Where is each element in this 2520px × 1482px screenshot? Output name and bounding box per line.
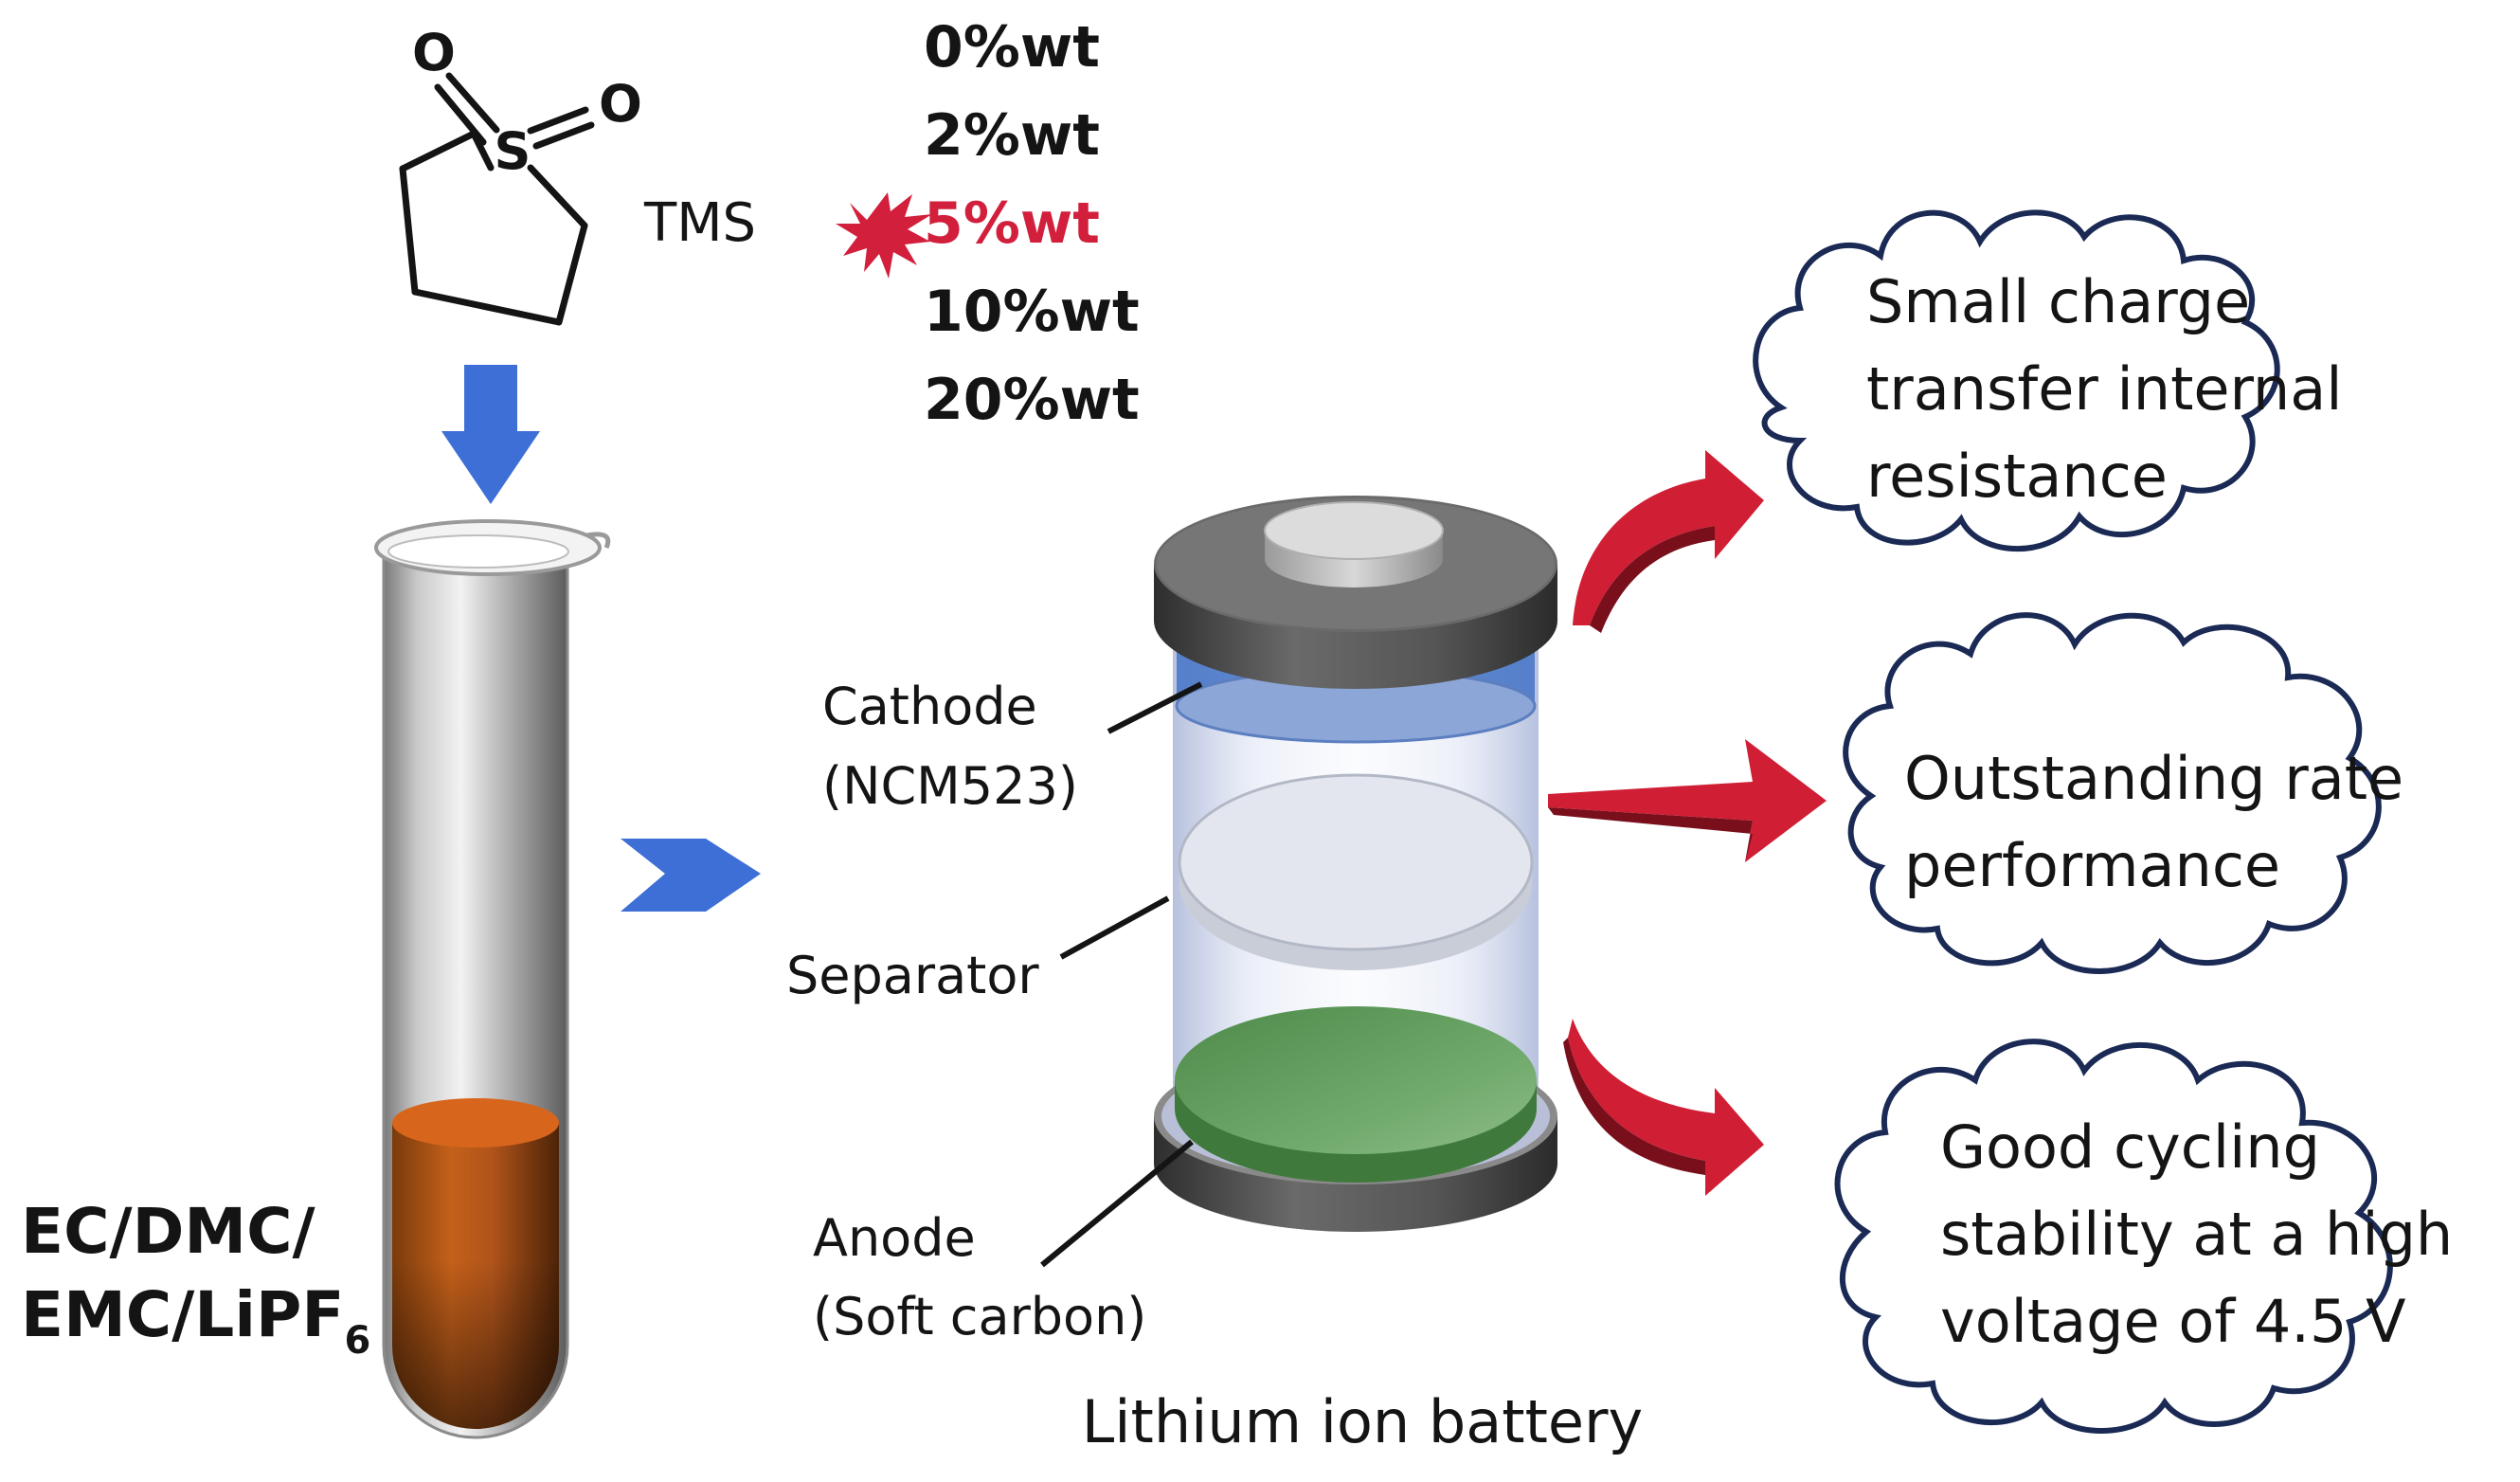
curved-arrow-down-icon [1563, 1019, 1764, 1196]
electrolyte-line1: EC/DMC/ [21, 1195, 316, 1268]
benefit-3-line2: stability at a high [1940, 1200, 2453, 1269]
test-tube [374, 519, 611, 1439]
cathode-label: Cathode [822, 677, 1037, 736]
benefit-2-line2: performance [1904, 831, 2280, 900]
starburst-icon [836, 192, 932, 279]
tms-label: TMS [643, 192, 756, 254]
benefit-3-line3: voltage of 4.5 V [1940, 1287, 2406, 1356]
straight-arrow-icon [1548, 739, 1827, 862]
tms-molecule-structure [399, 72, 595, 326]
benefit-1-line3: resistance [1866, 442, 2168, 511]
benefit-1-line2: transfer internal [1866, 354, 2342, 424]
oxygen-right-atom: O [599, 74, 642, 134]
benefit-1-line1: Small charge [1866, 267, 2250, 336]
benefit-3-line1: Good cycling [1940, 1112, 2320, 1182]
electrolyte-line2: EMC/LiPF6 [21, 1278, 370, 1363]
right-arrow-icon [621, 839, 761, 912]
battery [1154, 496, 1557, 1232]
benefit-cloud-3 [1834, 1039, 2393, 1434]
curved-arrow-icon [1573, 450, 1764, 633]
anode-material-label: (Soft carbon) [813, 1287, 1146, 1346]
concentration-10: 10%wt [924, 279, 1140, 345]
concentration-5-highlight: 5%wt [924, 190, 1100, 257]
leader-lines [1040, 681, 1203, 1268]
anode-label: Anode [813, 1208, 976, 1268]
cathode-material-label: (NCM523) [822, 756, 1078, 816]
concentration-2: 2%wt [924, 102, 1100, 169]
battery-caption: Lithium ion battery [1082, 1387, 1643, 1456]
oxygen-left-atom: O [412, 23, 456, 82]
benefit-2-line1: Outstanding rate [1904, 744, 2403, 813]
concentration-20: 20%wt [924, 367, 1140, 433]
sulfur-atom: S [495, 121, 531, 181]
electrolyte-subscript: 6 [344, 1319, 370, 1363]
down-arrow-icon [441, 365, 540, 504]
electrolyte-line2-main: EMC/LiPF [21, 1278, 344, 1351]
separator-label: Separator [786, 946, 1039, 1005]
concentration-0: 0%wt [924, 14, 1100, 81]
benefit-cloud-2 [1843, 612, 2382, 974]
benefit-cloud-1 [1753, 209, 2280, 552]
